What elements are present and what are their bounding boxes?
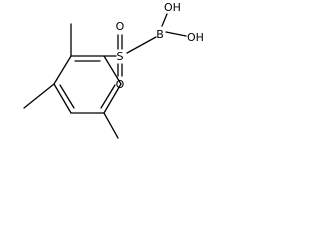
sulfur-label: S <box>117 50 124 63</box>
ring-bond-c5-c6 <box>53 83 72 114</box>
methyl-left-bond <box>23 83 55 109</box>
ring-bond-c6-c1 <box>53 55 72 85</box>
boron-hydroxyl-top-bond <box>161 13 168 27</box>
boron-hydroxyl-right-bond <box>165 31 187 37</box>
oxygen-top-label: O <box>116 20 125 33</box>
hydroxyl-top-label: OH <box>164 1 181 14</box>
methyl-bottom-bond <box>103 112 119 139</box>
boron-label: B <box>156 28 164 41</box>
ring-double-bond-c3-c4 <box>100 84 116 109</box>
hydroxyl-right-label: OH <box>187 31 204 44</box>
chemical-structure: O S O B OH OH <box>23 1 204 139</box>
benzene-ring <box>53 55 122 114</box>
oxygen-bottom-label: O <box>116 78 125 91</box>
ring-bond-c3-c4 <box>103 83 122 114</box>
ring-bond-c2-c3 <box>103 55 122 85</box>
sulfur-boron-bond <box>126 36 157 54</box>
ring-double-bond-c5-c6 <box>59 84 75 109</box>
